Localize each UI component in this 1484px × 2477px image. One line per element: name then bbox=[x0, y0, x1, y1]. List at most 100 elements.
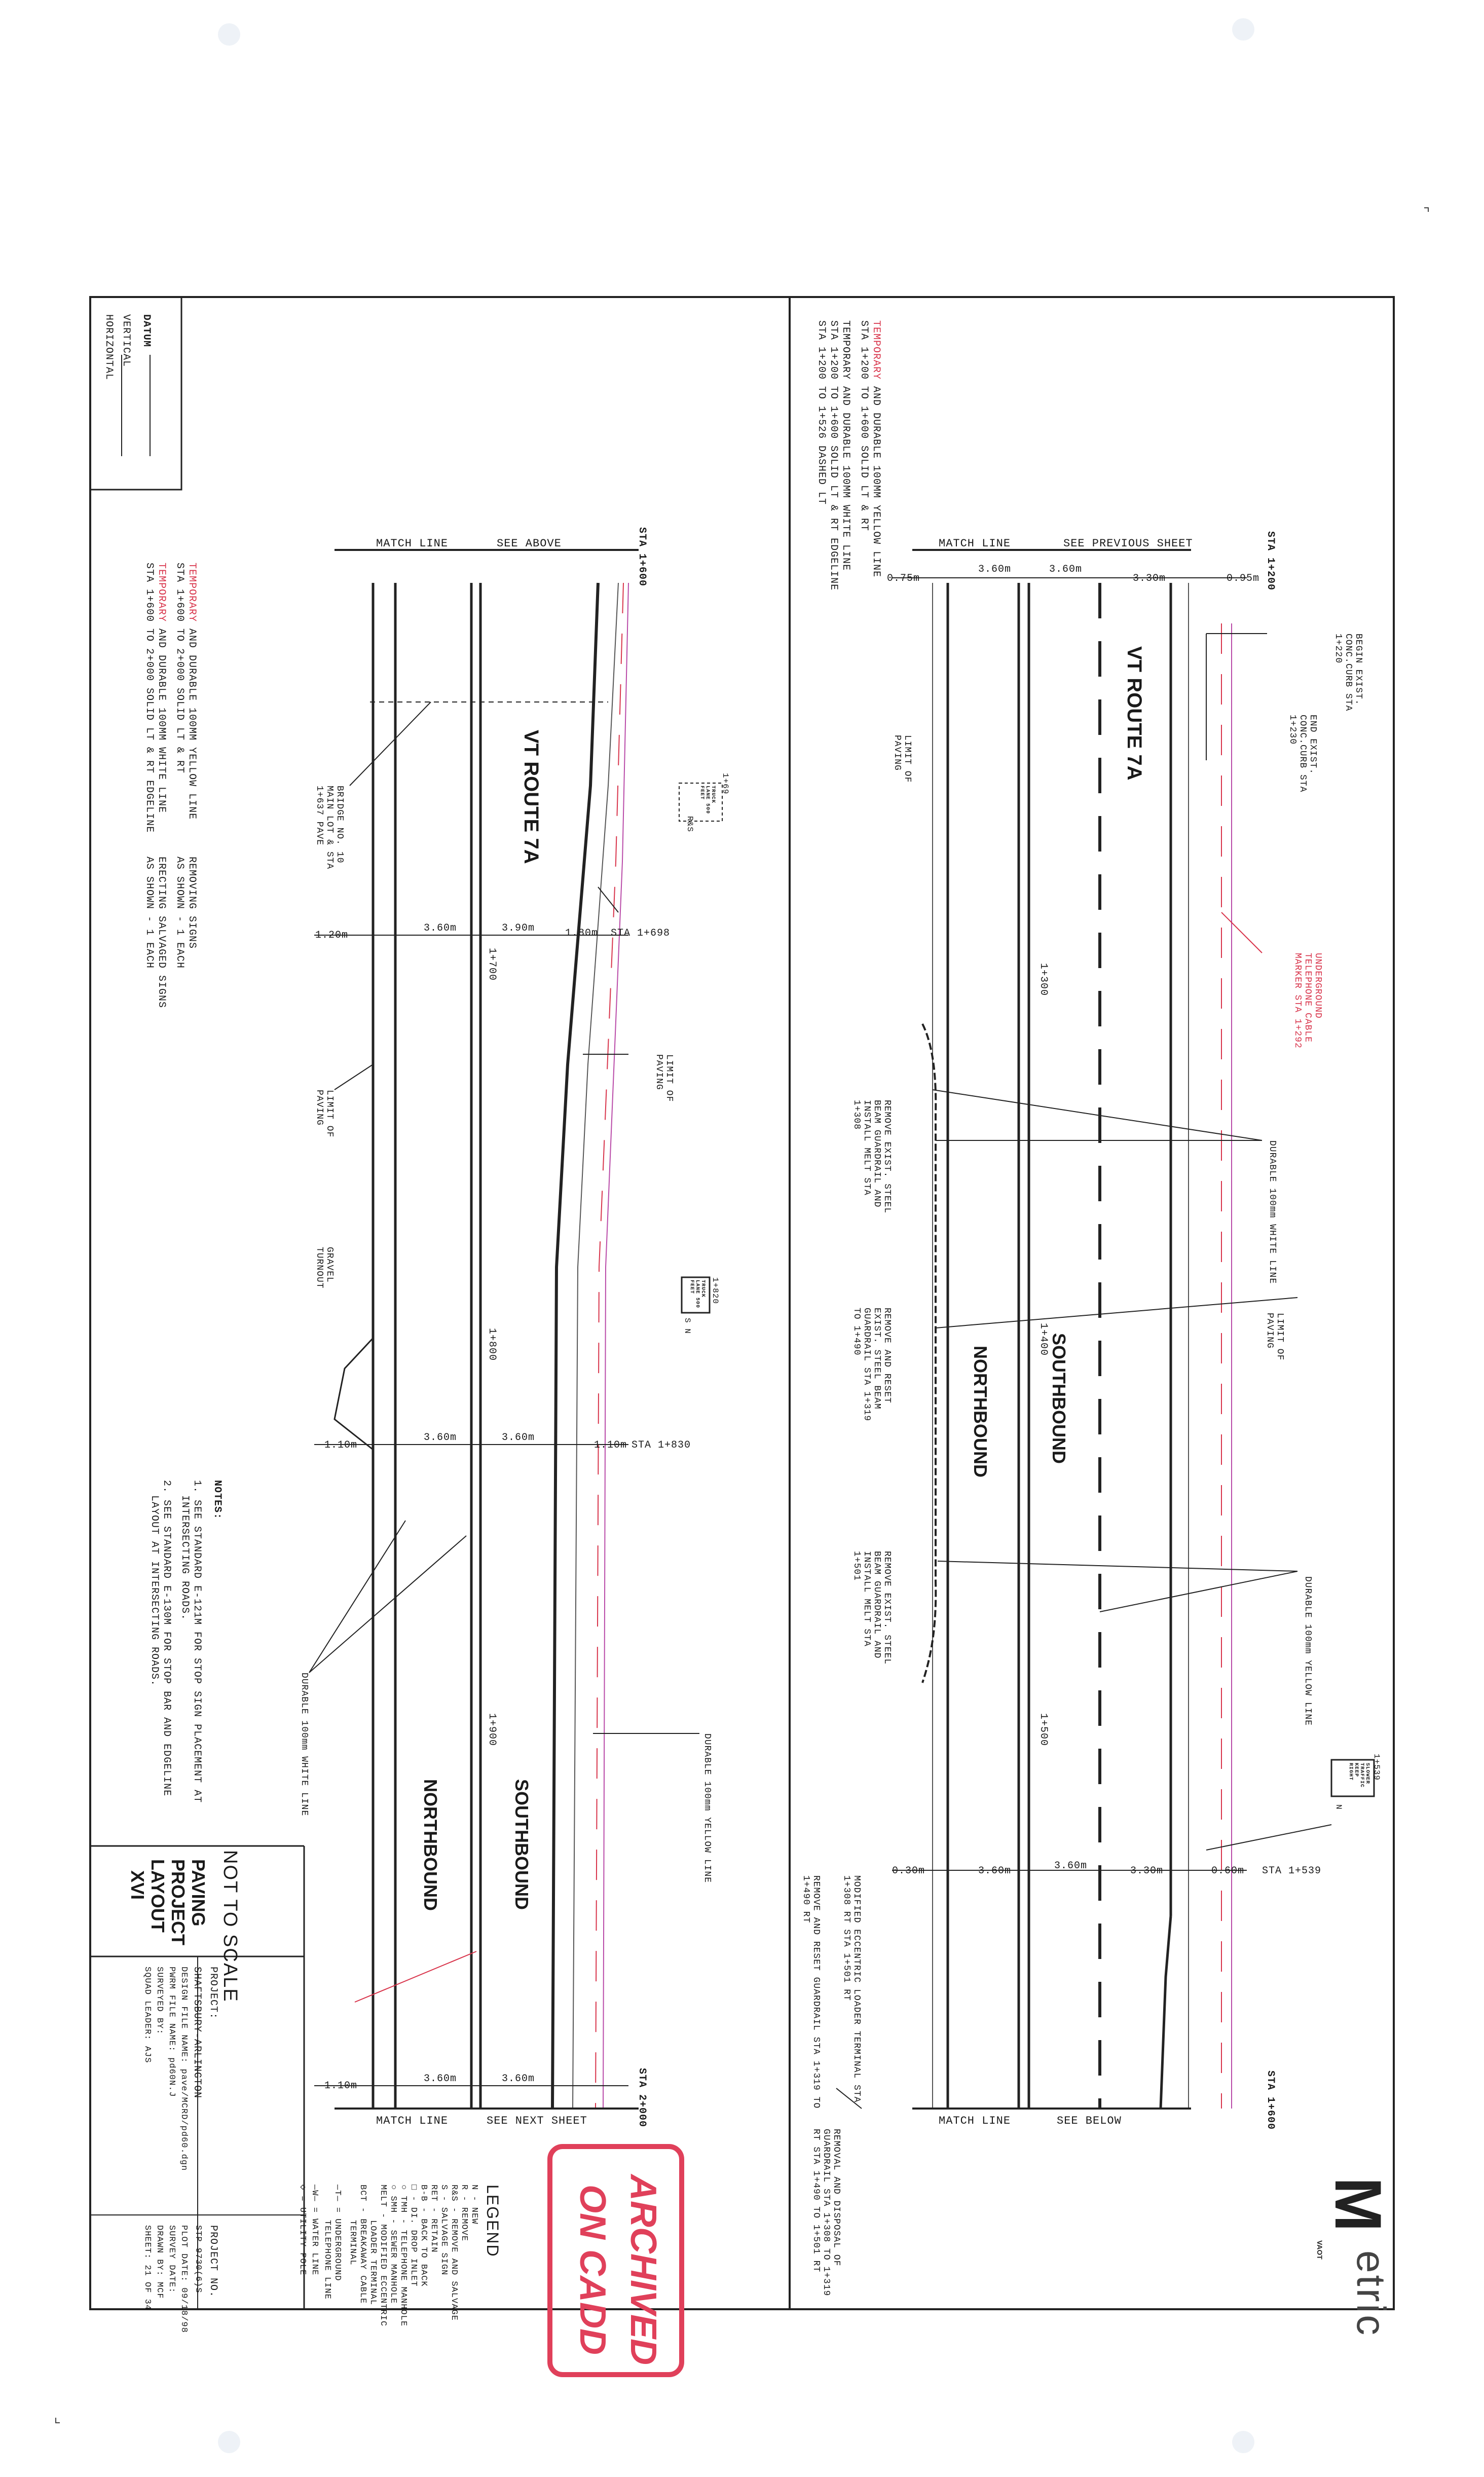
bottom-route-label: VT ROUTE 7A bbox=[520, 730, 542, 864]
legend-item: R - REMOVE bbox=[459, 2185, 469, 2242]
bottom-dim-end-0: 1.10m bbox=[324, 2080, 358, 2092]
top-callout-end-curb: END EXIST. CONC.CURB STA 1+230 bbox=[1287, 715, 1318, 793]
legend-item: ○ SMH - SEWER MANHOLE bbox=[388, 2185, 398, 2304]
bottom-dim-698-4: STA 1+698 bbox=[611, 928, 671, 939]
bottom-dim-830-3: 1.10m bbox=[594, 1439, 627, 1451]
stamp-line-1: ARCHIVED bbox=[623, 2174, 663, 2365]
top-callout-disposal: REMOVAL AND DISPOSAL OF GUARDRAIL STA 1+… bbox=[811, 2129, 841, 2297]
top-callout-remove-melt-1308: REMOVE EXIST. STEEL BEAM GUARDRAIL AND I… bbox=[851, 1100, 892, 1214]
top-panel-road bbox=[836, 549, 1375, 2110]
top-callout-melt-terminal: MODIFIED ECCENTRIC LOADER TERMINAL STA 1… bbox=[841, 1875, 862, 2103]
title-survey-date: SURVEY DATE: bbox=[167, 2225, 176, 2294]
top-station-1400: 1+400 bbox=[1037, 1323, 1049, 1356]
legend-item: □ - DI. DROP INLET bbox=[409, 2185, 418, 2287]
title-pwrm-file: PWRM FILE NAME: pd60N.J bbox=[167, 1967, 176, 2097]
legend-item: R&S - REMOVE AND SALVAGE bbox=[449, 2185, 459, 2321]
top-see-end: SEE BELOW bbox=[1057, 2115, 1122, 2127]
top-dim-start-2: 3.60m bbox=[1049, 564, 1083, 575]
bottom-sign-1-station: 1+69 bbox=[721, 773, 730, 795]
bottom-match-line-start: MATCH LINE bbox=[376, 537, 449, 550]
top-dim-start-1: 3.60m bbox=[978, 564, 1012, 575]
top-dim-start-3: 3.30m bbox=[1133, 573, 1166, 584]
top-callout-limit-paving-1: LIMIT OF PAVING bbox=[892, 735, 912, 783]
bottom-dim-698-0: 1.20m bbox=[315, 930, 349, 941]
top-dim-end-0: 0.30m bbox=[892, 1865, 925, 1877]
bottom-dim-830-1: 3.60m bbox=[424, 1432, 457, 1444]
top-dim-end-4: 0.60m bbox=[1211, 1865, 1245, 1877]
top-striping-note-2: TEMPORARY AND DURABLE 100MM WHITE LINE bbox=[840, 320, 851, 571]
top-route-label: VT ROUTE 7A bbox=[1123, 646, 1145, 781]
top-dim-end-5: STA 1+539 bbox=[1262, 1865, 1322, 1877]
stamp-line-2: ON CADD bbox=[572, 2185, 613, 2355]
datum-box bbox=[89, 296, 182, 491]
bottom-southbound-label: SOUTHBOUND bbox=[511, 1779, 532, 1910]
bottom-callout-white-line: DURABLE 100mm WHITE LINE bbox=[299, 1673, 309, 1817]
notes-item-3: LAYOUT AT INTERSECTING ROADS. bbox=[149, 1495, 160, 1687]
bottom-dim-698-1: 3.60m bbox=[424, 922, 457, 934]
bottom-callout-bridge: BRIDGE NO. 10 MAIN LOT & STA 1+637 PAVE bbox=[314, 786, 345, 870]
sheet-border bbox=[89, 296, 1395, 2310]
top-sign-text: SLOWER TRAFFIC KEEP RIGHT bbox=[1348, 1763, 1370, 1788]
bottom-sign-1-code: R&S bbox=[685, 816, 694, 832]
top-callout-begin-curb: BEGIN EXIST. CONC.CURB STA 1+220 bbox=[1333, 634, 1363, 712]
bottom-station-1800: 1+800 bbox=[486, 1328, 498, 1361]
legend-item: ◇ = UTILITY POLE bbox=[298, 2185, 307, 2276]
legend-title: LEGEND bbox=[484, 2185, 502, 2258]
top-callout-white-line: DURABLE 100mm WHITE LINE bbox=[1267, 1140, 1277, 1284]
bottom-callout-limit-paving-1: LIMIT OF PAVING bbox=[654, 1054, 674, 1102]
bottom-sign-2-station: 1+820 bbox=[711, 1277, 720, 1305]
top-striping-note-3: STA 1+200 TO 1+600 SOLID LT & RT EDGELIN… bbox=[828, 320, 839, 591]
top-dim-end-2: 3.60m bbox=[1054, 1860, 1088, 1872]
top-striping-note-4: STA 1+200 TO 1+526 DASHED LT bbox=[815, 320, 827, 505]
bottom-station-1900: 1+900 bbox=[486, 1713, 498, 1747]
bottom-dim-830-0: 1.10m bbox=[324, 1439, 358, 1451]
legend-item: ○ TMH - TELEPHONE MANHOLE bbox=[398, 2185, 408, 2327]
title-line-3: XVI bbox=[127, 1870, 148, 1900]
bottom-sign-1-text: TRUCK LANE 500 FEET bbox=[699, 786, 716, 815]
title-line-2: LAYOUT bbox=[147, 1859, 168, 1933]
title-plot-date: PLOT DATE: 09/18/98 bbox=[179, 2225, 189, 2333]
notes-item-2: 2. SEE STANDARD E-130M FOR STOP BAR AND … bbox=[161, 1480, 172, 1797]
legend-item: S - SALVAGE SIGN bbox=[439, 2185, 449, 2276]
logo-mark: M bbox=[1321, 2177, 1395, 2232]
top-northbound-label: NORTHBOUND bbox=[970, 1346, 991, 1477]
bottom-sta-end: STA 2+000 bbox=[636, 2068, 648, 2128]
logo-small-text: VAOT bbox=[1316, 2240, 1324, 2260]
top-station-1300: 1+300 bbox=[1037, 963, 1049, 996]
bottom-callout-gravel-turnout: GRAVEL TURNOUT bbox=[314, 1247, 335, 1289]
top-striping-note-0: TEMPORARY AND DURABLE 100MM YELLOW LINE bbox=[870, 320, 882, 578]
title-project-no: STP 9730(6)S bbox=[193, 2225, 203, 2294]
top-sta-end: STA 1+600 bbox=[1265, 2071, 1276, 2130]
not-to-scale: NOT TO SCALE bbox=[219, 1850, 241, 2003]
bottom-callout-limit-paving-2: LIMIT OF PAVING bbox=[314, 1090, 335, 1138]
top-see-start: SEE PREVIOUS SHEET bbox=[1063, 537, 1193, 550]
bottom-sign-2-code: S N bbox=[683, 1318, 692, 1334]
title-surveyed-by: SURVEYED BY: bbox=[155, 1967, 164, 2035]
bottom-sign-note-1: AS SHOWN - 1 EACH bbox=[174, 857, 185, 969]
top-sign-station: 1+539 bbox=[1372, 1754, 1381, 1781]
bottom-dim-830-4: STA 1+830 bbox=[632, 1439, 691, 1451]
bottom-panel-road bbox=[309, 549, 723, 2110]
datum-heading: DATUM bbox=[140, 314, 152, 348]
bottom-see-start: SEE ABOVE bbox=[497, 537, 562, 550]
bottom-match-line-end: MATCH LINE bbox=[376, 2115, 449, 2127]
top-dim-start-4: 0.95m bbox=[1227, 573, 1260, 584]
datum-vertical: VERTICAL bbox=[120, 314, 132, 367]
legend-item: —W— = WATER LINE bbox=[310, 2185, 319, 2276]
bottom-striping-note-2: TEMPORARY AND DURABLE 100MM WHITE LINE bbox=[156, 563, 167, 814]
legend-item: MELT - MODIFIED ECCENTRIC bbox=[378, 2185, 388, 2327]
registration-mark bbox=[1232, 2431, 1254, 2453]
top-station-1500: 1+500 bbox=[1037, 1713, 1049, 1747]
datum-horizontal: HORIZONTAL bbox=[103, 314, 115, 381]
top-striping-note-1: STA 1+200 TO 1+600 SOLID LT & RT bbox=[858, 320, 870, 532]
title-squad-leader: SQUAD LEADER: AJS bbox=[142, 1967, 152, 2063]
bottom-striping-note-3: STA 1+600 TO 2+000 SOLID LT & RT EDGELIN… bbox=[143, 563, 155, 833]
top-callout-yellow-line: DURABLE 100mm YELLOW LINE bbox=[1303, 1576, 1313, 1726]
legend-item: —T— = UNDERGROUND bbox=[332, 2185, 342, 2281]
registration-mark bbox=[1232, 18, 1254, 41]
bottom-sign-note-2: ERECTING SALVAGED SIGNS bbox=[156, 857, 167, 1009]
archived-stamp bbox=[547, 2144, 684, 2377]
bottom-station-1700: 1+700 bbox=[486, 948, 498, 981]
